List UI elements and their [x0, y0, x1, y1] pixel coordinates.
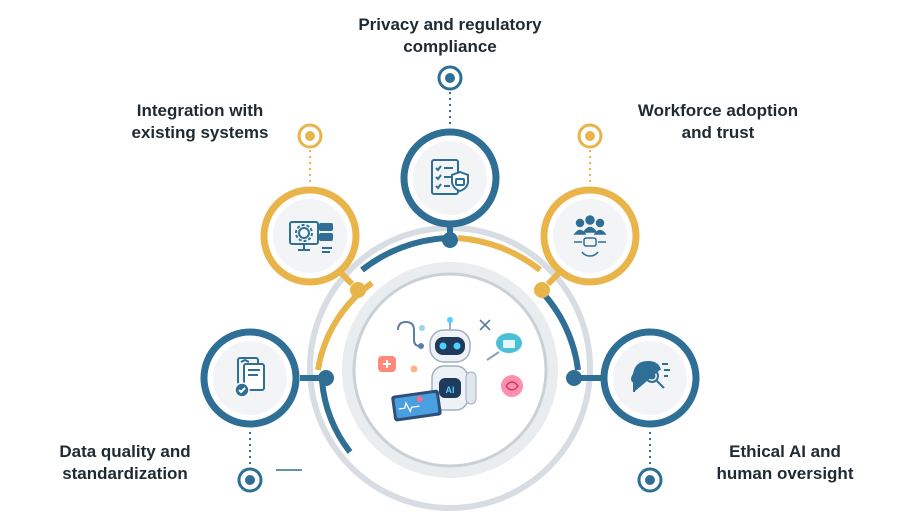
head-magnifier-icon: [631, 360, 670, 392]
node-workforce: [540, 186, 640, 286]
arc-blue-left-bottom: [319, 379, 353, 454]
label-integration: Integration with existing systems: [100, 100, 300, 144]
target-dot-privacy: [437, 65, 463, 91]
node-integration: [260, 186, 360, 286]
team-gear-icon: [573, 215, 607, 257]
node-privacy: [400, 128, 500, 228]
arc-gold-top-right: [457, 235, 542, 273]
label-privacy: Privacy and regulatory compliance: [330, 14, 570, 58]
node-ethical-ai: [600, 328, 700, 428]
label-workforce-line-2: and trust: [681, 123, 755, 142]
target-dot-ethical-ai: [637, 467, 663, 493]
target-dot-workforce: [577, 123, 603, 149]
computer-gear-server-icon: [289, 221, 333, 253]
node-data-quality: [200, 328, 300, 428]
label-data-quality: Data quality and standardization: [30, 441, 220, 485]
label-integration-line-2: existing systems: [131, 123, 269, 142]
connector-knob-integration: [350, 282, 366, 298]
connector-knob-workforce: [534, 282, 550, 298]
label-privacy-line-2: compliance: [403, 37, 497, 56]
connector-knob-privacy: [442, 232, 458, 248]
label-data-quality-line-2: standardization: [62, 464, 188, 483]
label-ethical-ai: Ethical AI and human oversight: [690, 441, 880, 485]
target-dot-integration: [297, 123, 323, 149]
ai-robot-icon: AI: [378, 317, 523, 422]
connector-knob-ethical-ai: [566, 370, 582, 386]
label-workforce-line-1: Workforce adoption: [637, 101, 799, 120]
ai-badge-text: AI: [446, 385, 455, 395]
label-ethical-ai-line-1: Ethical AI and: [729, 442, 841, 461]
secure-checklist-icon: [431, 159, 469, 195]
label-workforce: Workforce adoption and trust: [618, 100, 818, 144]
target-dot-data-quality: [237, 467, 263, 493]
arc-blue-top-left: [360, 235, 447, 273]
label-privacy-line-1: Privacy and regulatory: [358, 15, 542, 34]
label-integration-line-1: Integration with: [136, 101, 264, 120]
document-check-icon: [234, 357, 265, 398]
label-data-quality-line-1: Data quality and: [59, 442, 191, 461]
connector-knob-data-quality: [318, 370, 334, 386]
label-ethical-ai-line-2: human oversight: [716, 464, 854, 483]
